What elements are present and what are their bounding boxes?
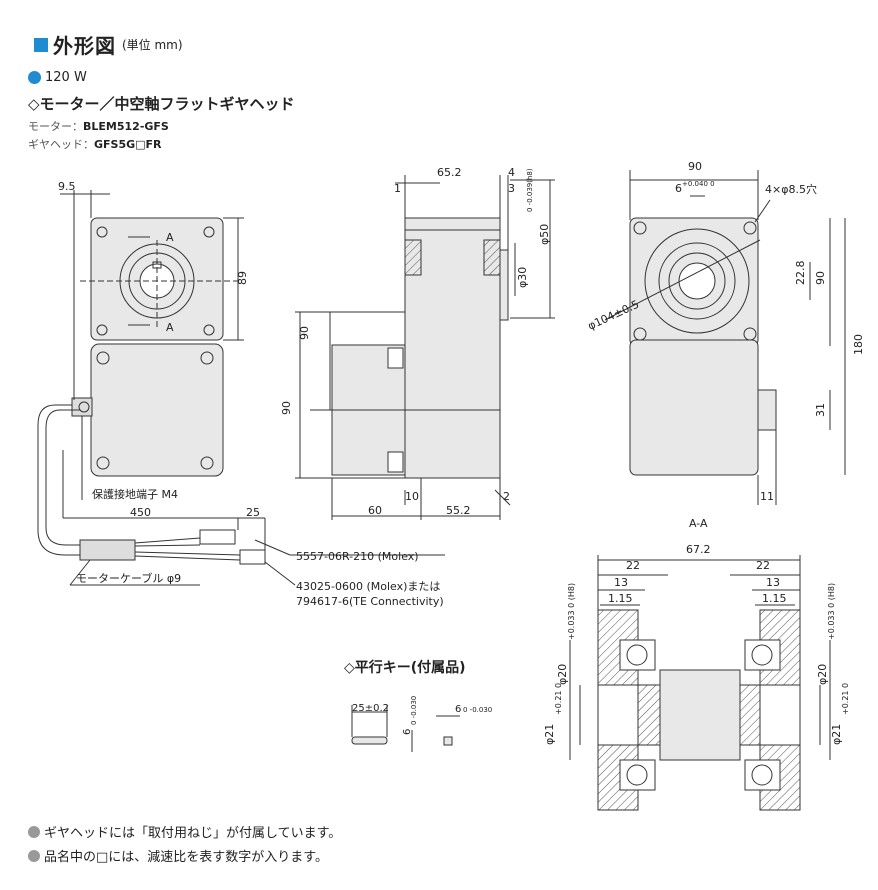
dim-9-5: 9.5 <box>58 180 76 193</box>
dim-22-left: 22 <box>626 559 640 572</box>
motor-model: モーター：BLEM512-GFS <box>28 118 169 134</box>
key-dim-6b-tol: 0 -0.030 <box>463 706 492 714</box>
gearhead-model: ギヤヘッド：GFS5G□FR <box>28 136 162 152</box>
dim-2: 2 <box>503 490 510 503</box>
dim-13-right: 13 <box>766 576 780 589</box>
front-view <box>37 190 445 586</box>
connector-2-label-a: 43025-0600 (Molex)または <box>296 580 440 593</box>
tol-6: +0.040 0 <box>682 180 715 188</box>
header: 外形図 (単位 mm) <box>34 30 183 59</box>
dim-phi21-right: φ21 <box>830 724 843 745</box>
tol-phi20-left: +0.033 0 (H8) <box>567 583 576 640</box>
dim-180: 180 <box>852 334 865 355</box>
dim-6: 6 <box>675 182 682 195</box>
dim-450: 450 <box>130 506 151 519</box>
holes-label: 4×φ8.5穴 <box>765 182 817 196</box>
dim-25: 25 <box>246 506 260 519</box>
connector-2-label-b: 794617-6(TE Connectivity) <box>296 595 444 608</box>
note-1: ギヤヘッドには「取付用ねじ」が付属しています。 <box>28 822 341 841</box>
power-value: 120 W <box>45 70 87 85</box>
motor-label: モーター： <box>28 120 83 133</box>
key-dim-6a: 6 <box>402 729 413 735</box>
dim-1: 1 <box>394 182 401 195</box>
dim-phi50: φ50 <box>538 224 551 245</box>
note-2: 品名中の□には、減速比を表す数字が入ります。 <box>28 846 328 865</box>
motor-value: BLEM512-GFS <box>83 120 169 133</box>
unit-label: (単位 mm) <box>122 38 183 52</box>
dim-10: 10 <box>405 490 419 503</box>
dim-55-2: 55.2 <box>446 504 471 517</box>
cable-label: モーターケーブル φ9 <box>76 571 181 585</box>
side-view <box>295 175 555 520</box>
screw-icon <box>96 226 108 238</box>
power-rating: 120 W <box>28 70 87 85</box>
dim-22-8: 22.8 <box>794 261 807 286</box>
subtitle: ◇モーター／中空軸フラットギヤヘッド <box>28 95 295 113</box>
dim-89: 89 <box>236 271 249 285</box>
dim-phi20-right: φ20 <box>816 664 829 685</box>
gearhead-value: GFS5G□FR <box>94 138 162 151</box>
section-label: A-A <box>689 517 708 530</box>
dim-1-15-left: 1.15 <box>608 592 633 605</box>
dim-90b: 90 <box>280 401 293 415</box>
key-view <box>351 705 460 752</box>
tol-phi21-left: +0.21 0 <box>554 683 563 715</box>
dim-67-2: 67.2 <box>686 543 711 556</box>
section-a-top: A <box>166 231 174 244</box>
connector-1-label: 5557-06R-210 (Molex) <box>296 550 419 563</box>
section-a-bottom: A <box>166 321 174 334</box>
dim-phi20-left: φ20 <box>556 664 569 685</box>
dim-phi21-left: φ21 <box>543 724 556 745</box>
dim-phi30: φ30 <box>516 267 529 288</box>
dim-1-15-right: 1.15 <box>762 592 787 605</box>
screw-icon <box>96 324 108 336</box>
dim-60: 60 <box>368 504 382 517</box>
page-title: 外形図 <box>53 34 116 58</box>
screw-icon <box>203 324 215 336</box>
key-dim-6b: 6 <box>455 704 461 715</box>
bullet-icon <box>28 71 41 84</box>
key-dim-25: 25±0.2 <box>352 703 389 714</box>
dim-65-2: 65.2 <box>437 166 462 179</box>
dim-90-right: 90 <box>814 271 827 285</box>
dim-3: 3 <box>508 182 515 195</box>
dim-90-top: 90 <box>688 160 702 173</box>
tol-phi50: 0 -0.039(h8) <box>526 168 534 212</box>
dim-13-left: 13 <box>614 576 628 589</box>
key-title: ◇平行キー(付属品) <box>344 659 466 676</box>
note-bullet-icon <box>28 849 40 862</box>
section-view <box>569 555 831 811</box>
note-1-text: ギヤヘッドには「取付用ねじ」が付属しています。 <box>44 826 342 841</box>
key-dim-6a-tol: 0 -0.030 <box>410 696 418 725</box>
note-2-text: 品名中の□には、減速比を表す数字が入ります。 <box>44 850 328 865</box>
tol-phi20-right: +0.033 0 (H8) <box>827 583 836 640</box>
right-view <box>604 170 846 505</box>
ground-terminal-label: 保護接地端子 M4 <box>92 487 178 501</box>
note-bullet-icon <box>28 825 40 838</box>
title-square-icon <box>34 37 48 52</box>
dim-4: 4 <box>508 166 515 179</box>
gearhead-label: ギヤヘッド： <box>28 138 94 151</box>
dim-90a: 90 <box>298 326 311 340</box>
dim-11: 11 <box>760 490 774 503</box>
dim-31: 31 <box>814 403 827 417</box>
screw-icon <box>203 226 215 238</box>
tol-phi21-right: +0.21 0 <box>841 683 850 715</box>
dim-22-right: 22 <box>756 559 770 572</box>
